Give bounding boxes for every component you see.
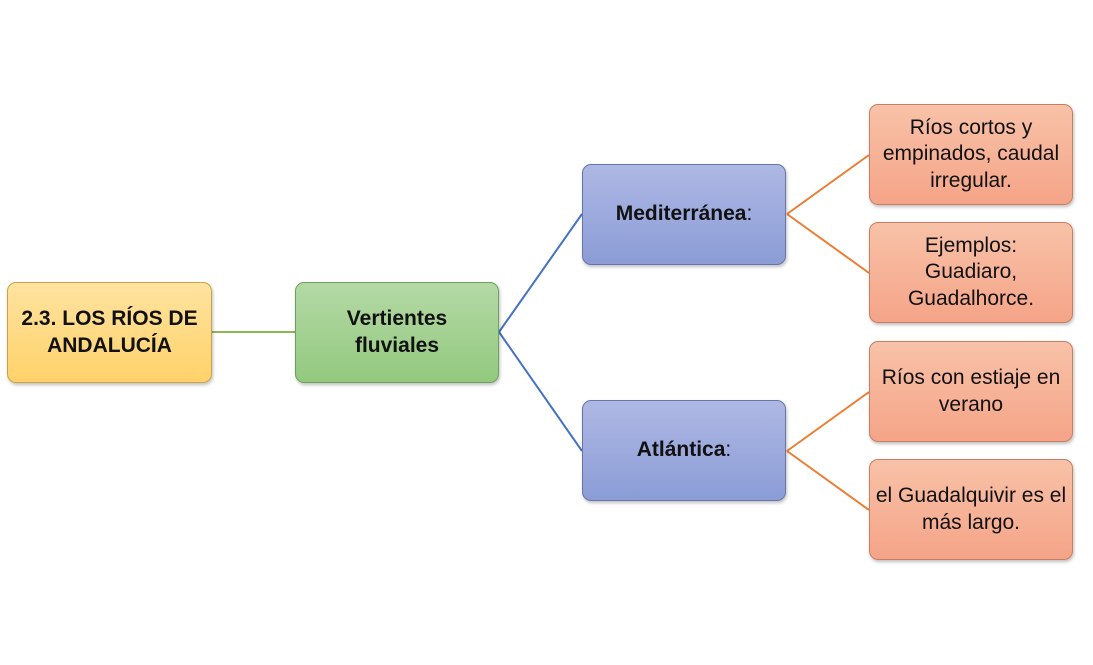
atlantica-node: Atlántica: xyxy=(582,400,786,501)
connector-atlantica-to-leaf-2 xyxy=(786,450,870,511)
root-node-label: 2.3. LOS RÍOS DE ANDALUCÍA xyxy=(21,307,198,357)
mediterranea-leaf-2-text: Ejemplos: Guadiaro, Guadalhorce. xyxy=(907,234,1035,310)
atlantica-leaf-1: Ríos con estiaje en verano xyxy=(869,341,1073,442)
mediterranea-leaf-1-text: Ríos cortos y empinados, caudal irregula… xyxy=(882,116,1060,192)
connector-vertientes-to-atlantica xyxy=(498,331,583,452)
mediterranea-node-label: Mediterránea xyxy=(615,202,747,226)
connector-vertientes-to-mediterranea xyxy=(498,213,583,333)
atlantica-node-text: Atlántica: xyxy=(637,437,732,463)
connector-mediterranea-to-leaf-2 xyxy=(786,213,870,274)
mediterranea-leaf-2: Ejemplos: Guadiaro, Guadalhorce. xyxy=(869,222,1073,323)
vertientes-node: Vertientes fluviales xyxy=(295,282,499,383)
atlantica-leaf-1-text: Ríos con estiaje en verano xyxy=(881,366,1061,416)
atlantica-leaf-2: el Guadalquivir es el más largo. xyxy=(869,459,1073,560)
atlantica-leaf-2-text: el Guadalquivir es el más largo. xyxy=(875,484,1067,534)
atlantica-node-label: Atlántica xyxy=(636,438,726,462)
connector-mediterranea-to-leaf-1 xyxy=(786,154,870,215)
root-node: 2.3. LOS RÍOS DE ANDALUCÍA xyxy=(7,282,212,383)
mediterranea-node-text: Mediterránea: xyxy=(616,201,753,227)
mediterranea-leaf-1: Ríos cortos y empinados, caudal irregula… xyxy=(869,104,1073,205)
mediterranea-node-suffix: : xyxy=(746,202,753,226)
mediterranea-node: Mediterránea: xyxy=(582,164,786,265)
connector-atlantica-to-leaf-1 xyxy=(786,391,870,452)
vertientes-node-label: Vertientes fluviales xyxy=(346,307,448,357)
atlantica-node-suffix: : xyxy=(725,438,732,462)
